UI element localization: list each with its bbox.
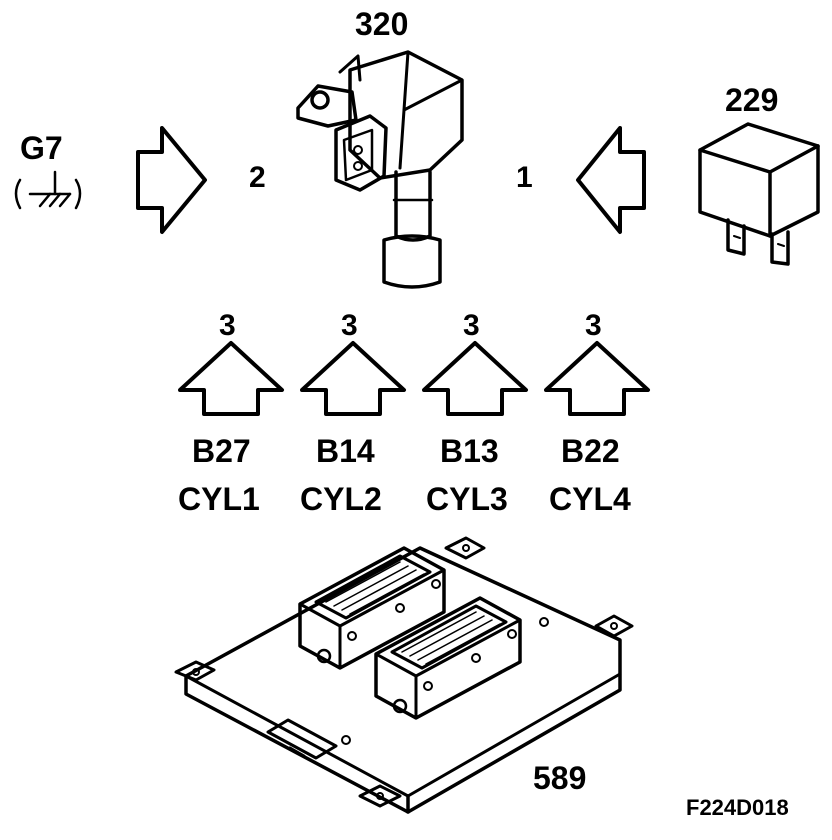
coil-number: 320: [355, 6, 409, 42]
right-arrow-number: 1: [516, 161, 533, 194]
arrow-right-icon: [136, 126, 207, 234]
ground-symbol-icon: [14, 170, 82, 210]
connector-number-3: 3: [463, 309, 480, 342]
arrow-up-icon-4: [544, 341, 650, 416]
left-arrow-number: 2: [249, 161, 266, 194]
arrow-left-icon: [576, 126, 646, 234]
pin-label-3: B13: [440, 433, 499, 469]
pin-label-1: B27: [192, 433, 251, 469]
ignition-coil-icon: [296, 50, 464, 289]
ecu-module-icon: [174, 536, 634, 814]
cylinder-label-2: CYL2: [300, 481, 382, 517]
cylinder-label-3: CYL3: [426, 481, 508, 517]
cylinder-label-1: CYL1: [178, 481, 260, 517]
ecu-number: 589: [533, 760, 587, 796]
cylinder-label-4: CYL4: [549, 481, 631, 517]
ground-label: G7: [20, 130, 63, 166]
relay-icon: [698, 122, 820, 266]
pin-label-4: B22: [561, 433, 620, 469]
figure-code: F224D018: [686, 795, 789, 820]
pin-label-2: B14: [316, 433, 375, 469]
arrow-up-icon-1: [178, 341, 284, 416]
connector-number-2: 3: [341, 309, 358, 342]
connector-number-4: 3: [585, 309, 602, 342]
arrow-up-icon-3: [422, 341, 528, 416]
arrow-up-icon-2: [300, 341, 406, 416]
relay-number: 229: [725, 82, 779, 118]
connector-number-1: 3: [219, 309, 236, 342]
